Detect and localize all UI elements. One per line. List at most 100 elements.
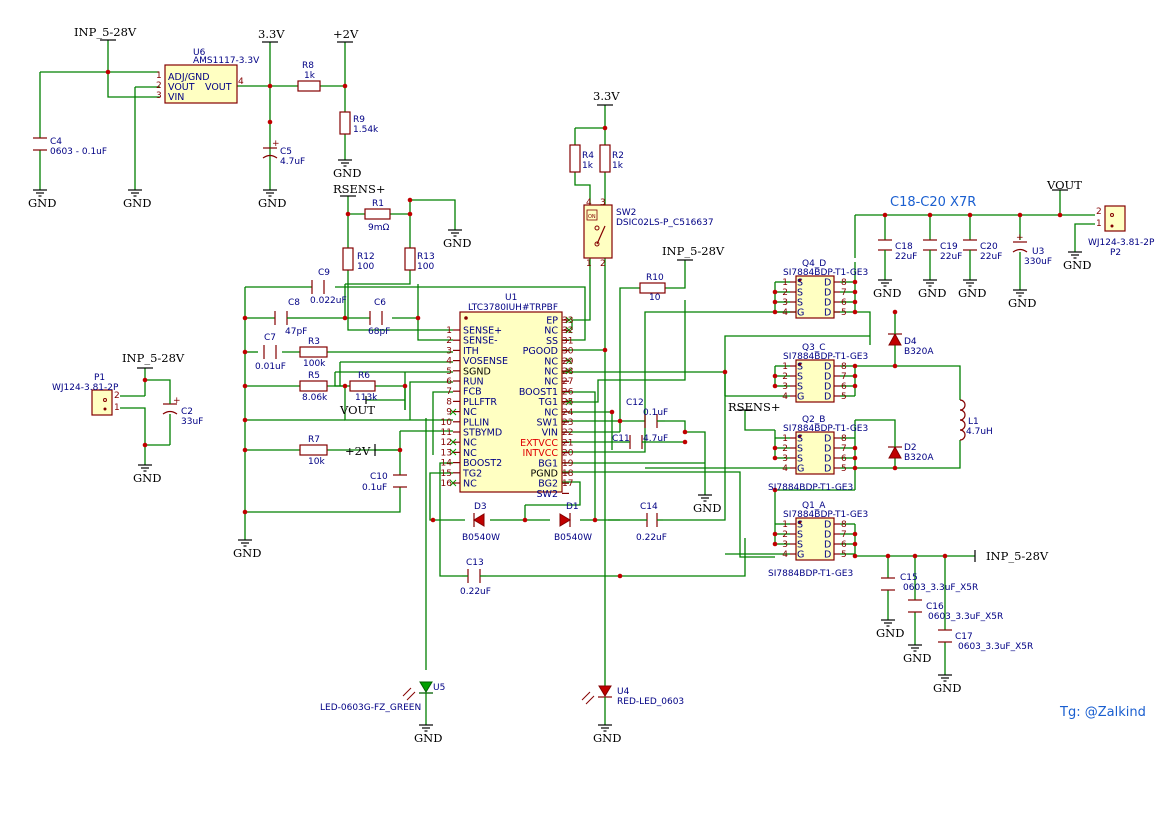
u1-pin-num: 26 <box>562 387 574 397</box>
mosfet-value: SI7884BDP-T1-GE3 <box>783 352 868 362</box>
gnd-label: GND <box>1063 258 1091 272</box>
fet-pin-num: 1 <box>782 434 788 444</box>
r8-body <box>297 80 321 92</box>
fet-pin-right: D <box>824 464 831 475</box>
net-vout-fcb: VOUT <box>339 403 375 417</box>
u1-pin-name: EXTVCC <box>520 438 558 449</box>
gnd-label: GND <box>933 681 961 695</box>
fet-pin-num: 6 <box>841 382 847 392</box>
u4-ref: U4 <box>617 687 630 697</box>
c20-ref: C20 <box>980 242 998 252</box>
c16-ref: C16 <box>926 602 944 612</box>
fet-pin-right: D <box>824 298 831 309</box>
r12-ref: R12 <box>357 252 375 262</box>
u1-pin-num: 8 <box>446 397 452 407</box>
r2-ref: R2 <box>612 151 624 161</box>
gnd-symbol: GND <box>258 189 286 210</box>
mosfet-ref: Q3_C <box>802 343 826 353</box>
leds: U5 LED-0603G-FZ_GREEN U4 RED-LED_0603 <box>320 681 684 725</box>
d1-ref: D1 <box>566 502 579 512</box>
fet-pin-num: 8 <box>841 434 847 444</box>
r1-body <box>364 208 391 220</box>
svg-text:+: + <box>1016 233 1024 243</box>
u1-pin-num: 3 <box>446 346 452 356</box>
u6-ref: U6 <box>193 48 206 58</box>
u1-pin-name: NC <box>463 407 477 418</box>
fet-pin-left: S <box>797 454 803 465</box>
r5-body <box>299 380 328 392</box>
u1-pin-num: 10 <box>441 418 453 428</box>
r10-ref: R10 <box>646 273 664 283</box>
gnd-symbol: GND <box>933 674 961 695</box>
u1-pin-name: TG1 <box>538 397 558 408</box>
gnd-symbol: GND <box>1063 251 1091 272</box>
fet-pin-left: S <box>797 362 803 373</box>
mosfet-value: SI7884BDP-T1-GE3 <box>768 483 853 493</box>
fet-pin-num: 7 <box>841 288 847 298</box>
u1-pin-name: SENSE+ <box>463 326 502 337</box>
gnd-label: GND <box>123 196 151 210</box>
c18-ref: C18 <box>895 242 913 252</box>
u5-ref: U5 <box>433 683 445 693</box>
fet-pin-num: 4 <box>782 550 788 560</box>
u1-pin-num: 6 <box>446 377 452 387</box>
gnd-symbol: GND <box>593 724 621 745</box>
r3-value: 100k <box>303 359 326 369</box>
gnd-label: GND <box>28 196 56 210</box>
fet-pin-left: S <box>797 298 803 309</box>
fet-pin-num: 3 <box>782 382 788 392</box>
gnd-label: GND <box>414 731 442 745</box>
u1-pin-name: NC <box>544 326 558 337</box>
gnd-symbol: GND <box>333 159 361 180</box>
d4-ref: D4 <box>904 337 917 347</box>
u1-pin-name: SW2 <box>537 489 558 500</box>
fet-pin-left: S <box>797 278 803 289</box>
fet-pin-num: 6 <box>841 454 847 464</box>
u1-pin-num: 28 <box>562 367 574 377</box>
u1-pin-name: PLLFTR <box>463 397 497 408</box>
u1-pin-num: 13 <box>441 448 452 458</box>
u6-num-3: 3 <box>156 91 162 101</box>
net-inp-r10: INP_5-28V <box>662 244 725 258</box>
r7-body <box>299 444 328 456</box>
c6-ref: C6 <box>374 298 386 308</box>
c15-value: 0603_3.3uF_X5R <box>903 583 978 593</box>
u1-pin-num: 31 <box>562 336 573 346</box>
u1-pin-name: NC <box>544 377 558 388</box>
net-2v-r7: +2V <box>345 444 371 458</box>
c11-ref: C11 <box>612 434 630 444</box>
gnd-symbol: GND <box>233 539 261 560</box>
fet-pin-num: 5 <box>841 464 847 474</box>
gnd-label: GND <box>593 731 621 745</box>
u1-pin-name: PGND <box>530 469 558 480</box>
u1-pin-num: 29 <box>562 357 574 367</box>
c13-value: 0.22uF <box>460 587 491 597</box>
d2-ref: D2 <box>904 443 917 453</box>
net-inp-top: INP_5-28V <box>74 25 137 39</box>
c14-ref: C14 <box>640 502 658 512</box>
fet-pin-num: 1 <box>782 278 788 288</box>
mosfet-ref: Q1_A <box>802 501 826 511</box>
gnd-symbol: GND <box>443 229 471 250</box>
gnd-symbol: GND <box>414 724 442 745</box>
c2-ref: C2 <box>181 407 193 417</box>
fet-pin-left: G <box>797 550 804 561</box>
net-rsens-2: RSENS+ <box>728 400 781 414</box>
u6-num-1: 1 <box>156 71 162 81</box>
u1-pin-name: EP <box>546 316 558 327</box>
fet-pin-num: 4 <box>782 392 788 402</box>
u1-pin-num: 22 <box>562 428 573 438</box>
net-labels: INP_5-28V 3.3V +2V RSENS+ 3.3V INP_5-28V… <box>74 25 1082 563</box>
r1-ref: R1 <box>372 199 384 209</box>
mosfet-value: SI7884BDP-T1-GE3 <box>783 268 868 278</box>
net-rsens-1: RSENS+ <box>333 182 386 196</box>
c8-ref: C8 <box>288 298 300 308</box>
u6-pin-vout-r: VOUT <box>205 82 232 93</box>
gnd-symbol: GND <box>958 279 986 300</box>
fet-pin-num: 3 <box>782 454 788 464</box>
mosfet-ref: Q2_B <box>802 415 825 425</box>
